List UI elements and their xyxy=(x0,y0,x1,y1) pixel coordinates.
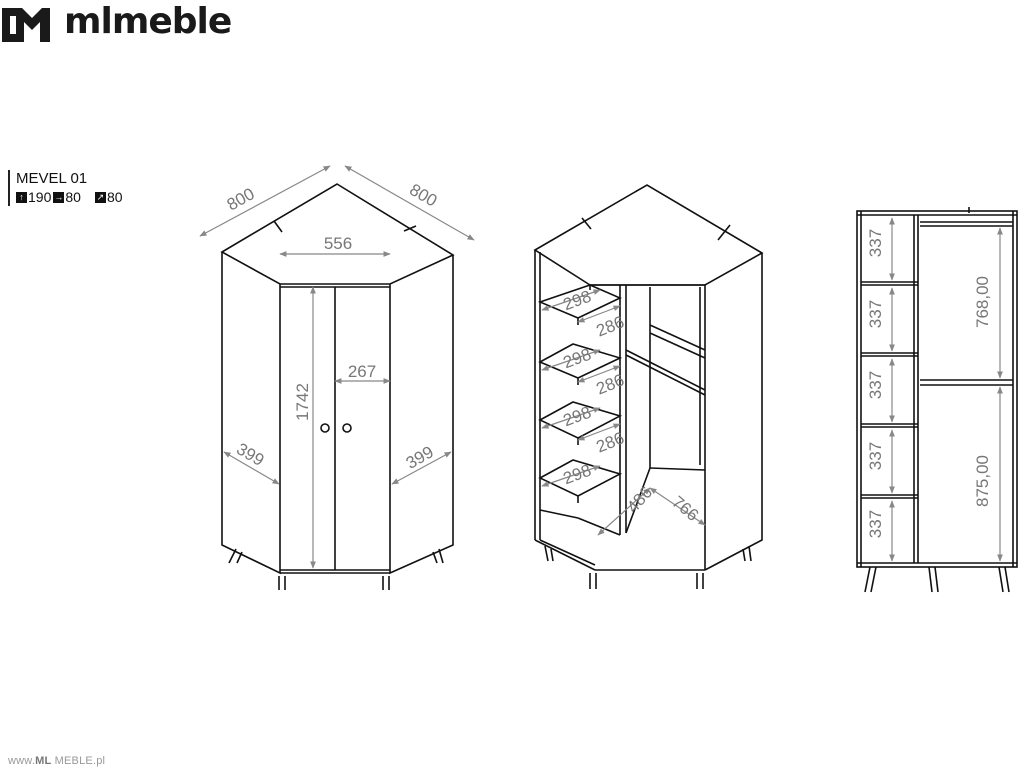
brand-logo-mark xyxy=(2,8,50,42)
product-width: 80 xyxy=(65,189,81,205)
footer-url: www.ML MEBLE.pl xyxy=(8,755,105,767)
dim-shelf-b-1: 286 xyxy=(593,312,626,340)
dim-section-shelf-4: 337 xyxy=(866,442,885,470)
dim-hang-bottom: 875,00 xyxy=(973,455,992,507)
height-arrow-icon: ↑ xyxy=(16,191,27,203)
dim-door-width: 556 xyxy=(324,234,352,253)
dim-section-shelf-2: 337 xyxy=(866,300,885,328)
dim-section-shelf-3: 337 xyxy=(866,371,885,399)
dim-section-shelf-1: 337 xyxy=(866,229,885,257)
front-view-dimensions xyxy=(199,165,475,569)
product-height: 190 xyxy=(28,189,52,205)
footer-suffix: .pl xyxy=(92,755,106,767)
footer-prefix: www. xyxy=(8,755,36,767)
width-arrow-icon: → xyxy=(53,191,65,203)
product-depth: 80 xyxy=(106,189,123,205)
dim-floor-a: 486 xyxy=(623,483,656,517)
interior-view-drawing xyxy=(533,184,764,589)
dim-hang-top: 768,00 xyxy=(973,276,992,328)
dim-section-shelf-5: 337 xyxy=(866,510,885,538)
dim-top-left: 800 xyxy=(224,184,258,214)
dim-side-left: 399 xyxy=(233,439,267,470)
section-view-drawing xyxy=(856,207,1018,593)
dim-side-right: 399 xyxy=(403,442,437,473)
depth-arrow-icon: ↗ xyxy=(94,191,106,203)
footer-bold: ML xyxy=(35,755,52,767)
interior-view-dimensions xyxy=(541,289,706,536)
dim-shelf-a-1: 298 xyxy=(561,287,594,315)
footer-rest: MEBLE xyxy=(51,755,93,767)
product-info: MEVEL 01 ↑ 190 → 80 ↗ 80 xyxy=(8,170,125,206)
dim-door-leaf: 267 xyxy=(348,362,376,381)
brand-name: mlmeble xyxy=(64,1,232,42)
dim-door-height: 1742 xyxy=(293,383,312,421)
product-dimensions: ↑ 190 → 80 ↗ 80 xyxy=(16,188,125,206)
dim-top-right: 800 xyxy=(406,180,440,211)
product-name: MEVEL 01 xyxy=(16,170,88,187)
section-view-dimensions xyxy=(889,217,1003,562)
